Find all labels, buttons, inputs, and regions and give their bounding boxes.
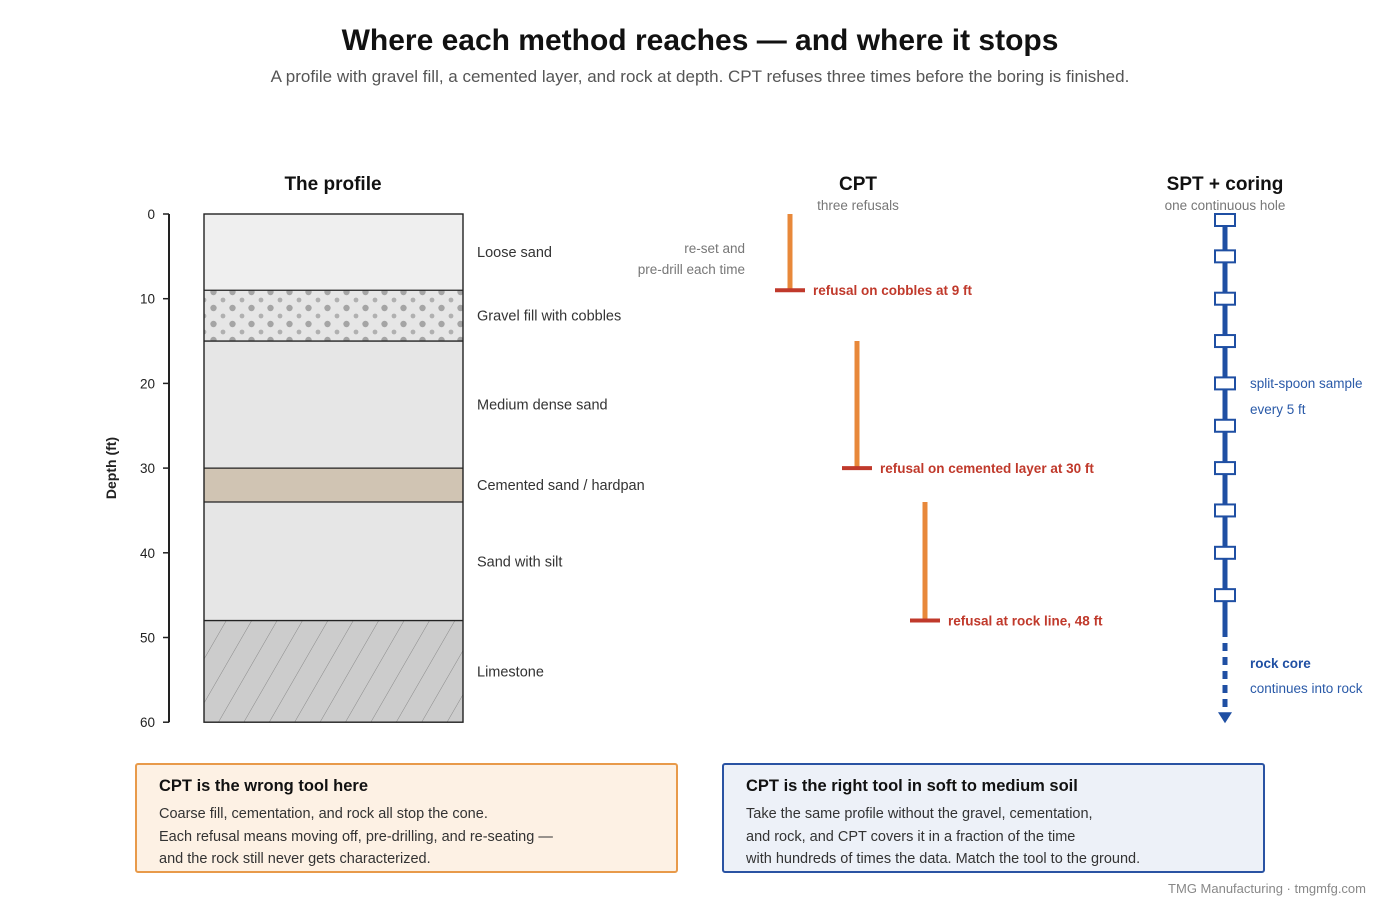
depth-tick-label: 30 xyxy=(140,461,155,476)
spt-heading: SPT + coring xyxy=(1167,174,1284,195)
cpt-note-line2: pre-drill each time xyxy=(638,262,745,277)
depth-axis-label: Depth (ft) xyxy=(103,437,119,499)
spt-subheading: one continuous hole xyxy=(1165,198,1286,213)
layer-pattern xyxy=(204,620,463,723)
layer-fill xyxy=(204,341,463,469)
split-spoon-sample xyxy=(1214,545,1236,560)
right-tool-line3: with hundreds of times the data. Match t… xyxy=(746,851,1141,867)
split-spoon-sample xyxy=(1214,249,1236,264)
depth-tick-label: 0 xyxy=(147,207,155,222)
layer-label: Medium dense sand xyxy=(477,398,608,414)
cpt-refusal-label: refusal at rock line, 48 ft xyxy=(948,614,1103,629)
layer-label: Cemented sand / hardpan xyxy=(477,478,645,494)
cpt-heading: CPT xyxy=(839,174,877,195)
wrong-tool-title: CPT is the wrong tool here xyxy=(159,777,369,795)
cpt-note-line1: re-set and xyxy=(684,241,745,256)
rock-core-arrow xyxy=(1218,712,1232,724)
depth-tick-label: 60 xyxy=(140,715,155,730)
split-spoon-sample xyxy=(1214,334,1236,349)
layer-label: Sand with silt xyxy=(477,554,562,570)
spt-sample-note-line2: every 5 ft xyxy=(1250,402,1306,417)
profile-heading: The profile xyxy=(284,174,381,195)
layer-label: Limestone xyxy=(477,664,544,680)
right-tool-title: CPT is the right tool in soft to medium … xyxy=(746,777,1078,795)
page-subtitle: A profile with gravel fill, a cemented l… xyxy=(270,67,1130,86)
split-spoon-sample xyxy=(1214,376,1236,391)
split-spoon-sample xyxy=(1214,291,1236,306)
spt-hole xyxy=(1214,213,1236,724)
profile-diagram: The profile CPT three refusals SPT + cor… xyxy=(103,174,1363,730)
layer-pattern xyxy=(204,290,463,342)
layer-label: Loose sand xyxy=(477,245,552,261)
right-tool-card: CPT is the right tool in soft to medium … xyxy=(722,763,1265,873)
layer-label: Gravel fill with cobbles xyxy=(477,309,621,325)
split-spoon-sample xyxy=(1214,588,1236,603)
spt-sample-note-line1: split-spoon sample xyxy=(1250,376,1363,391)
layer-fill xyxy=(204,214,463,291)
rock-core-sublabel: continues into rock xyxy=(1250,681,1363,696)
cpt-pushes: refusal on cobbles at 9 ft refusal on cem… xyxy=(775,214,1103,629)
wrong-tool-card: CPT is the wrong tool here Coarse fill, … xyxy=(135,763,678,873)
cpt-subheading: three refusals xyxy=(817,198,899,213)
cpt-refusal-label: refusal on cemented layer at 30 ft xyxy=(880,461,1094,476)
split-spoon-sample xyxy=(1214,213,1236,227)
wrong-tool-line3: and the rock still never gets characteri… xyxy=(159,851,431,867)
soil-column-outline xyxy=(203,213,464,723)
depth-tick-label: 50 xyxy=(140,631,155,646)
rock-core-label: rock core xyxy=(1250,656,1311,671)
split-spoon-sample xyxy=(1214,503,1236,518)
cpt-refusal-label: refusal on cobbles at 9 ft xyxy=(813,283,973,298)
split-spoon-sample xyxy=(1214,418,1236,433)
split-spoon-sample xyxy=(1214,461,1236,476)
layer-fill xyxy=(204,468,463,502)
wrong-tool-line2: Each refusal means moving off, pre-drill… xyxy=(159,828,553,845)
wrong-tool-line1: Coarse fill, cementation, and rock all s… xyxy=(159,806,488,822)
right-tool-line1: Take the same profile without the gravel… xyxy=(746,806,1093,822)
footer-credit: TMG Manufacturing · tmgmfg.com xyxy=(1168,881,1366,896)
depth-tick-label: 10 xyxy=(140,292,155,307)
depth-tick-label: 40 xyxy=(140,546,155,561)
right-tool-line2: and rock, and CPT covers it in a fractio… xyxy=(746,828,1076,845)
layer-fill xyxy=(204,501,463,621)
page-title: Where each method reaches — and where it… xyxy=(341,24,1059,57)
depth-tick-label: 20 xyxy=(140,376,155,391)
depth-axis: 0 10 20 30 40 50 60 xyxy=(140,207,170,730)
